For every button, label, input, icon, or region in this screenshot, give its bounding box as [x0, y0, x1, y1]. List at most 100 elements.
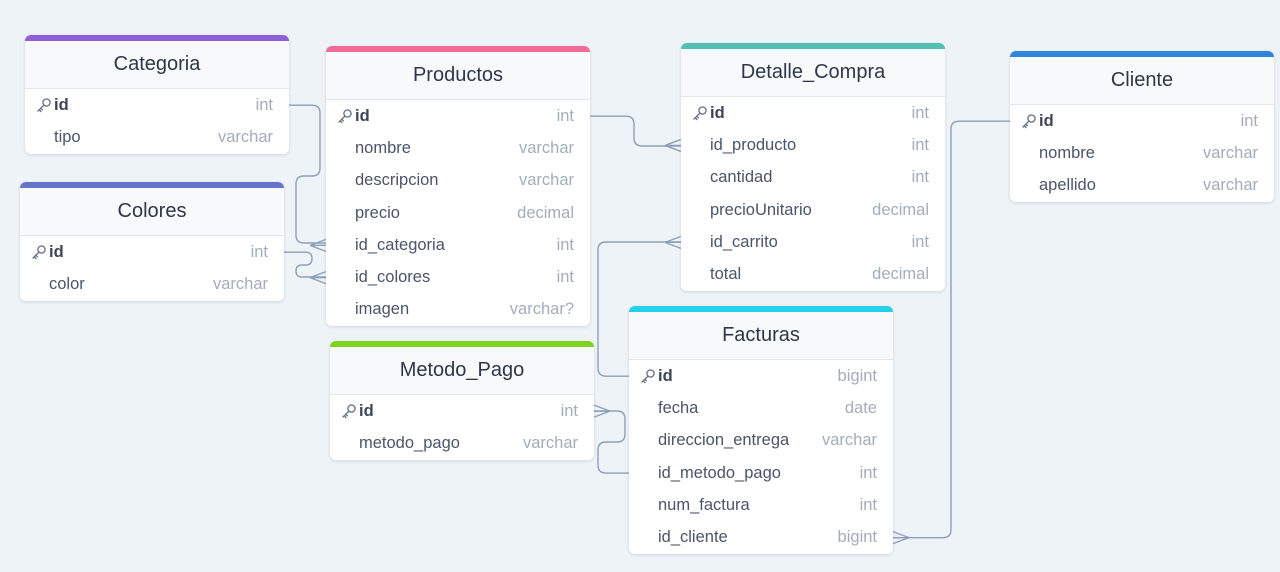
field-row-total[interactable]: total decimal	[681, 258, 945, 290]
table-title[interactable]: Categoria	[25, 35, 289, 89]
relation-facturas-metodo[interactable]	[593, 404, 629, 474]
field-name: id_colores	[355, 268, 431, 287]
field-type: int	[911, 232, 929, 251]
field-row-apellido[interactable]: apellido varchar	[1010, 170, 1274, 202]
field-name: fecha	[658, 398, 699, 417]
field-name: direccion_entrega	[658, 431, 790, 450]
field-row-id[interactable]: id int	[1010, 105, 1274, 137]
field-type: int	[911, 103, 929, 122]
field-type: int	[911, 168, 929, 187]
field-name: descripcion	[355, 171, 439, 190]
field-name: num_factura	[658, 495, 750, 514]
field-type: int	[911, 135, 929, 154]
table-title[interactable]: Productos	[326, 46, 590, 100]
field-type: varchar	[518, 138, 574, 157]
primary-key-icon	[336, 107, 354, 125]
field-name: nombre	[355, 138, 411, 157]
field-row-precio[interactable]: precio decimal	[326, 197, 590, 229]
field-type: int	[250, 242, 268, 261]
field-type: bigint	[837, 366, 877, 385]
field-type: varchar	[821, 431, 877, 450]
crows-foot-marker	[664, 138, 682, 153]
field-name: id	[49, 242, 64, 261]
field-name: id_carrito	[710, 232, 778, 251]
field-type: int	[859, 463, 877, 482]
field-type: int	[556, 268, 574, 287]
field-row-id[interactable]: id int	[326, 100, 590, 132]
field-name: cantidad	[710, 168, 773, 187]
field-name: id	[1039, 111, 1054, 130]
field-type: varchar	[212, 274, 268, 293]
field-type: int	[1240, 111, 1258, 130]
field-name: tipo	[54, 127, 81, 146]
field-row-nombre[interactable]: nombre varchar	[326, 132, 590, 164]
field-row-id[interactable]: id int	[681, 97, 945, 129]
field-name: total	[710, 265, 742, 284]
field-type: varchar?	[509, 300, 574, 319]
field-row-cantidad[interactable]: cantidad int	[681, 162, 945, 194]
field-name: imagen	[355, 300, 410, 319]
field-row-imagen[interactable]: imagen varchar?	[326, 294, 590, 326]
field-row-id[interactable]: id int	[330, 395, 594, 427]
field-type: date	[844, 398, 877, 417]
crows-foot-marker	[309, 238, 327, 253]
field-type: varchar	[518, 171, 574, 190]
crows-foot-marker	[593, 404, 611, 418]
relation-categoria-productos[interactable]	[289, 104, 327, 253]
field-row-fecha[interactable]: fecha date	[629, 392, 893, 424]
primary-key-icon	[340, 402, 358, 420]
field-type: varchar	[1202, 176, 1258, 195]
field-row-descripcion[interactable]: descripcion varchar	[326, 165, 590, 197]
field-type: decimal	[517, 203, 574, 222]
field-row-num-factura[interactable]: num_factura int	[629, 489, 893, 521]
field-row-id[interactable]: id bigint	[629, 360, 893, 392]
table-title[interactable]: Detalle_Compra	[681, 43, 945, 97]
field-name: id	[355, 106, 370, 125]
field-type: varchar	[1202, 143, 1258, 162]
relation-colores-productos[interactable]	[284, 251, 327, 285]
field-name: id_cliente	[658, 528, 728, 547]
field-row-direccion-entrega[interactable]: direccion_entrega varchar	[629, 425, 893, 457]
field-row-id-colores[interactable]: id_colores int	[326, 261, 590, 293]
field-type: varchar	[522, 433, 578, 452]
field-type: int	[859, 495, 877, 514]
primary-key-icon	[1020, 112, 1038, 130]
primary-key-icon	[30, 243, 48, 261]
table-productos[interactable]: Productos id int nombre varchar descripcion va…	[326, 46, 590, 327]
field-name: apellido	[1039, 176, 1096, 195]
field-type: int	[560, 401, 578, 420]
table-facturas[interactable]: Facturas id bigint fecha date direccion_entre…	[629, 306, 893, 554]
table-title[interactable]: Facturas	[629, 306, 893, 360]
field-row-id[interactable]: id int	[20, 236, 284, 268]
field-name: id	[710, 103, 725, 122]
table-title[interactable]: Colores	[20, 182, 284, 236]
field-type: decimal	[872, 200, 929, 219]
table-title[interactable]: Cliente	[1010, 51, 1274, 105]
field-type: decimal	[872, 265, 929, 284]
field-row-id-carrito[interactable]: id_carrito int	[681, 226, 945, 258]
field-type: int	[556, 106, 574, 125]
field-name: id	[658, 366, 673, 385]
field-name: id_categoria	[355, 235, 445, 254]
field-name: id	[359, 401, 374, 420]
relation-productos-detalle[interactable]	[590, 115, 682, 153]
table-title[interactable]: Metodo_Pago	[330, 341, 594, 395]
field-type: int	[255, 95, 273, 114]
field-name: precio	[355, 203, 400, 222]
